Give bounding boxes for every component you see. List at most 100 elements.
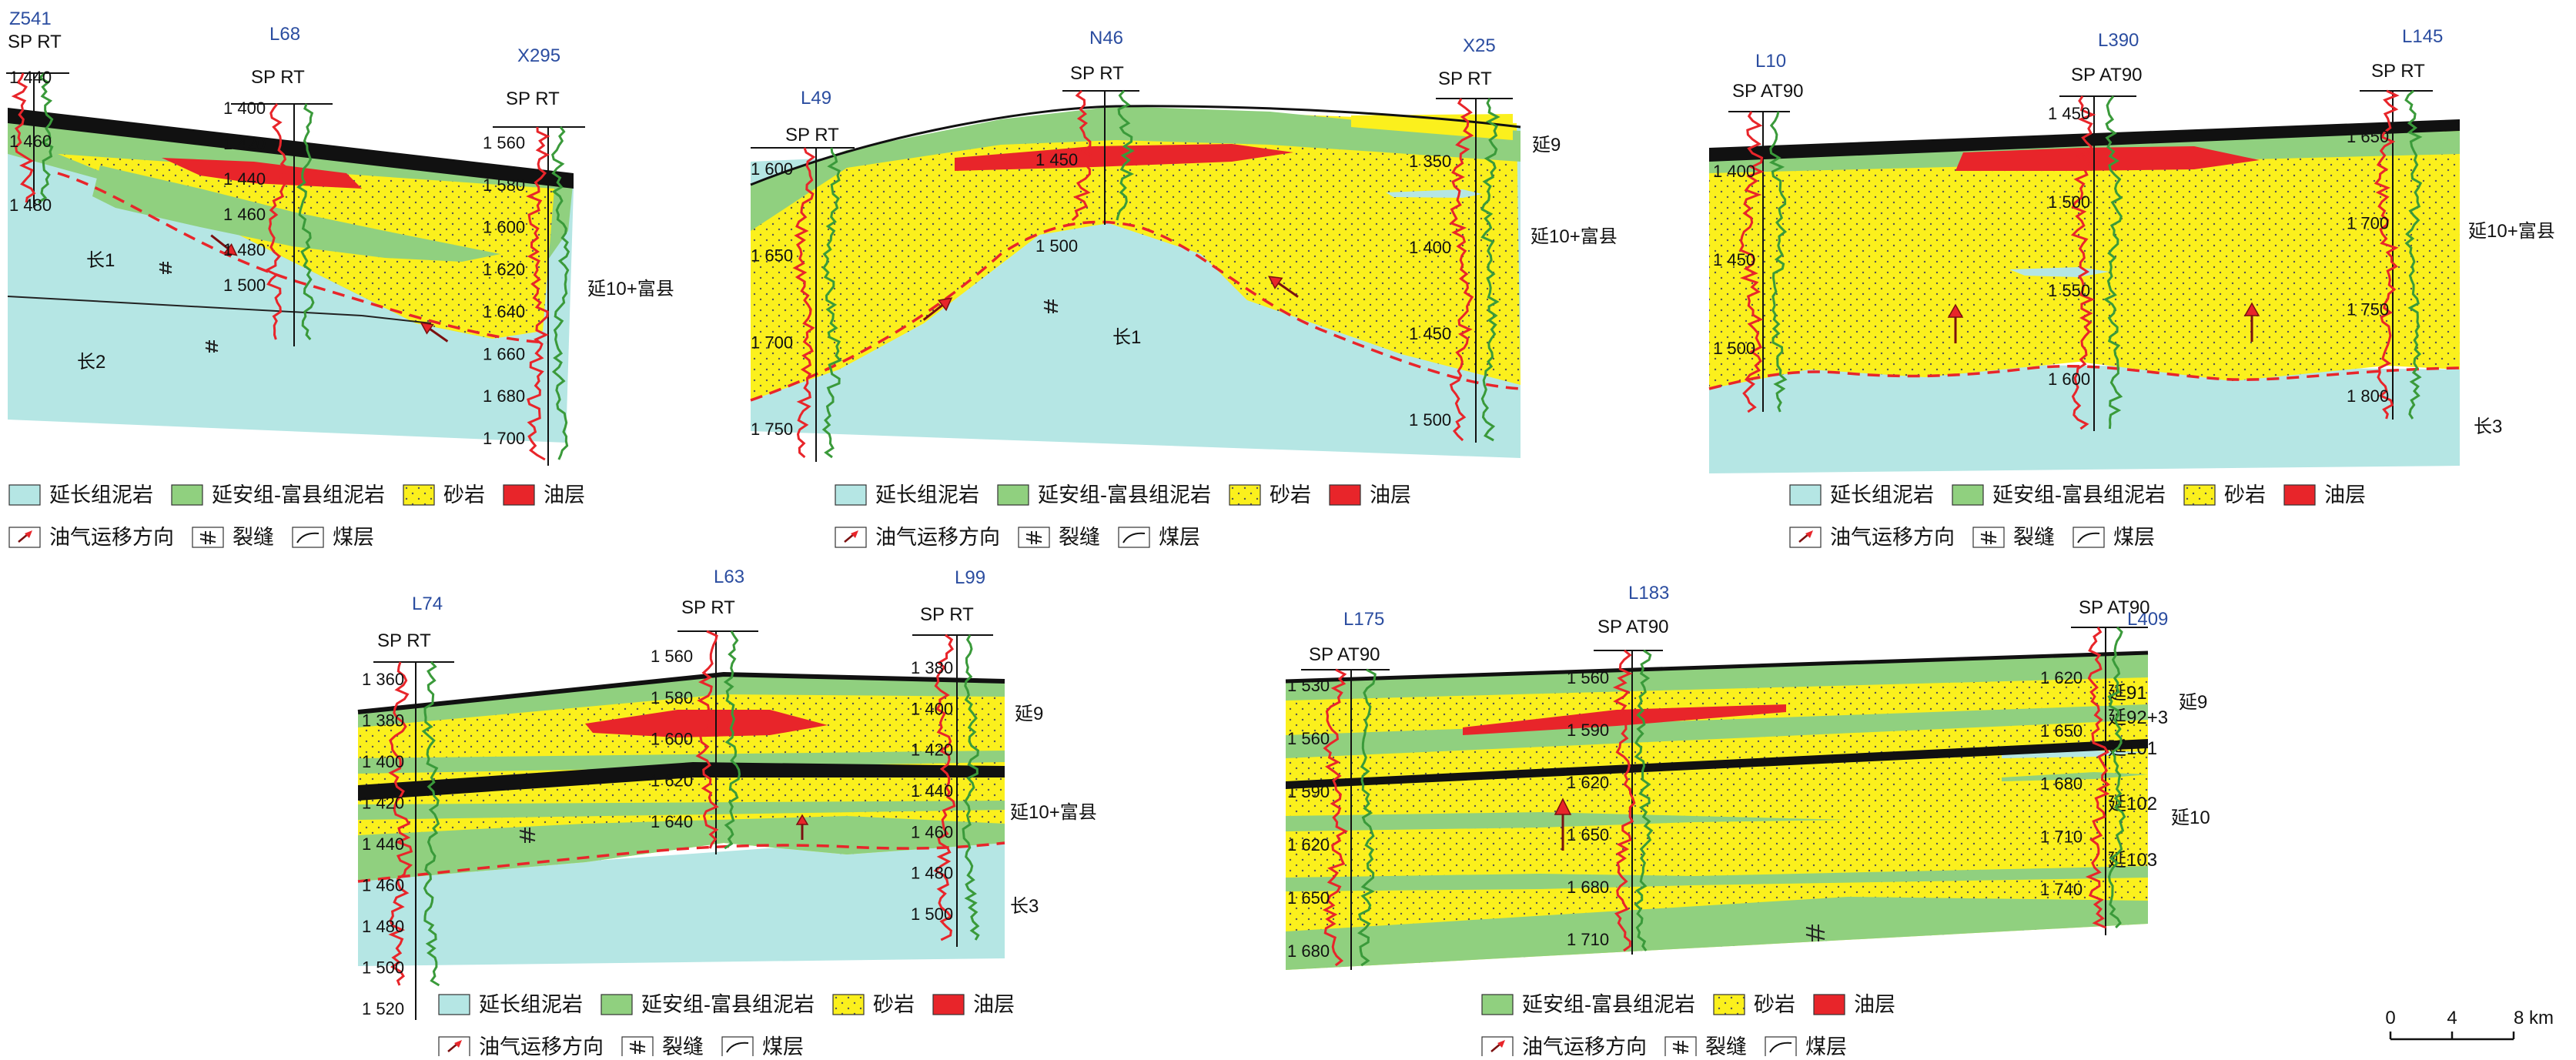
well-name: X25 [1463, 35, 1496, 56]
sp-curve [1612, 649, 1636, 952]
depth-label: 1 400 [1713, 162, 1755, 181]
formation-label: 长2 [77, 352, 105, 373]
rt-curve [962, 634, 980, 941]
sand-swatch [1713, 994, 1745, 1015]
rt-curve [2103, 95, 2123, 430]
well-name: L74 [412, 594, 443, 614]
curve-label: SP [681, 597, 706, 618]
depth-label: 1 650 [2347, 127, 2389, 146]
oil-legend-label: 油层 [1854, 993, 1895, 1016]
rt-curve [1116, 89, 1135, 221]
depth-label: 1 680 [2040, 774, 2083, 794]
depth-label: 1 580 [483, 176, 525, 195]
depth-label: 1 660 [483, 344, 525, 363]
coal-seam-icon [2073, 527, 2105, 548]
coal-seam-icon [1118, 527, 1150, 548]
oil-swatch [1813, 994, 1845, 1015]
depth-label: 1 500 [223, 276, 266, 295]
depth-label: 1 450 [1409, 324, 1451, 343]
yanan-swatch [1481, 994, 1514, 1015]
depth-label: 1 440 [223, 169, 266, 189]
sand-swatch [403, 484, 435, 506]
yanchang-legend-label: 延长组泥岩 [479, 993, 583, 1016]
coal-legend-label: 煤层 [333, 526, 374, 549]
depth-label: 1 420 [362, 794, 404, 813]
depth-label: 1 700 [483, 429, 525, 448]
well-name: L409 [2127, 609, 2168, 630]
curve-label: AT90 [2096, 65, 2143, 85]
depth-label: 1 620 [483, 260, 525, 279]
rt-curve [1357, 668, 1377, 967]
curve-labels: SP RT [251, 67, 305, 88]
depth-label: 1 480 [223, 240, 266, 259]
scale-bar: 0 4 8 km [2385, 1008, 2554, 1041]
sp-curve [2085, 627, 2111, 929]
fracture-legend-label: 裂缝 [1705, 1035, 1747, 1056]
formation-label: 延10+富县 [1010, 802, 1097, 823]
depth-label: 1 460 [223, 205, 266, 224]
depth-label: 1 560 [1567, 668, 1609, 687]
rt-curve [723, 630, 741, 850]
depth-label: 1 350 [1409, 152, 1451, 171]
depth-label: 1 640 [483, 302, 525, 321]
depth-label: 1 680 [1567, 878, 1609, 897]
coal-seam-icon [1765, 1036, 1797, 1058]
sand-legend-label: 砂岩 [2224, 483, 2266, 507]
sp-curve [2070, 95, 2096, 430]
depth-label: 1 380 [911, 658, 953, 677]
well-name: X295 [517, 45, 560, 66]
depth-label: 1 700 [2347, 213, 2389, 232]
formation-label: 延10+富县 [2468, 221, 2555, 242]
depth-label: 1 500 [362, 958, 404, 978]
curve-labels: SP RT [1070, 63, 1124, 84]
yanan-legend-label: 延安组-富县组泥岩 [212, 483, 385, 507]
migration-arrow-icon [438, 1036, 470, 1058]
migration-arrow-icon [1481, 1036, 1514, 1058]
curve-label: AT90 [1622, 617, 1669, 637]
sand-legend-label: 砂岩 [1754, 993, 1795, 1016]
curve-labels: SP RT [377, 630, 431, 651]
depth-label: 1 620 [1567, 773, 1609, 792]
curve-label: SP [1732, 81, 1757, 102]
fracture-icon [159, 262, 172, 274]
depth-label: 1 560 [483, 133, 525, 152]
fracture-legend-label: 裂缝 [1059, 526, 1100, 549]
yanan-swatch [1952, 484, 1984, 506]
well-name: Z541 [9, 8, 52, 29]
formation-label: 延9 [1015, 704, 1043, 724]
migration-arrow-icon [210, 234, 238, 256]
depth-label: 1 460 [911, 822, 953, 841]
oil-legend-label: 油层 [2324, 483, 2366, 507]
sand-swatch [1229, 484, 1261, 506]
depth-label: 1 500 [2048, 192, 2090, 212]
fracture-icon [192, 527, 224, 548]
curve-labels: SP RT [8, 32, 62, 52]
rt-curve [296, 103, 315, 340]
migration-legend-label: 油气运移方向 [875, 526, 1000, 549]
well-name: L63 [714, 567, 744, 587]
depth-label: 1 640 [651, 812, 693, 831]
oil-legend-label: 油层 [544, 483, 585, 507]
depth-label: 1 580 [651, 688, 693, 707]
depth-label: 1 680 [1287, 941, 1330, 961]
depth-label: 1 520 [362, 999, 404, 1018]
oil-swatch [932, 994, 965, 1015]
depth-label: 1 460 [9, 132, 52, 151]
depth-label: 1 460 [362, 876, 404, 895]
panel-c: 延10+富县 长3 [1708, 119, 2555, 473]
depth-label: 1 400 [911, 699, 953, 718]
depth-label: 1 480 [362, 917, 404, 936]
panel-a: 长1 长2 延10+富县 [7, 108, 674, 443]
curve-labels: SP AT90 [1309, 644, 1380, 665]
formation-label: 延10 [2171, 808, 2210, 828]
curve-label: AT90 [2103, 597, 2150, 618]
sp-curve [1071, 89, 1092, 222]
curve-labels: SP AT90 [2071, 65, 2143, 85]
curve-label: RT [810, 125, 840, 145]
well-name: L49 [801, 88, 831, 109]
curve-label: SP [1070, 63, 1095, 84]
